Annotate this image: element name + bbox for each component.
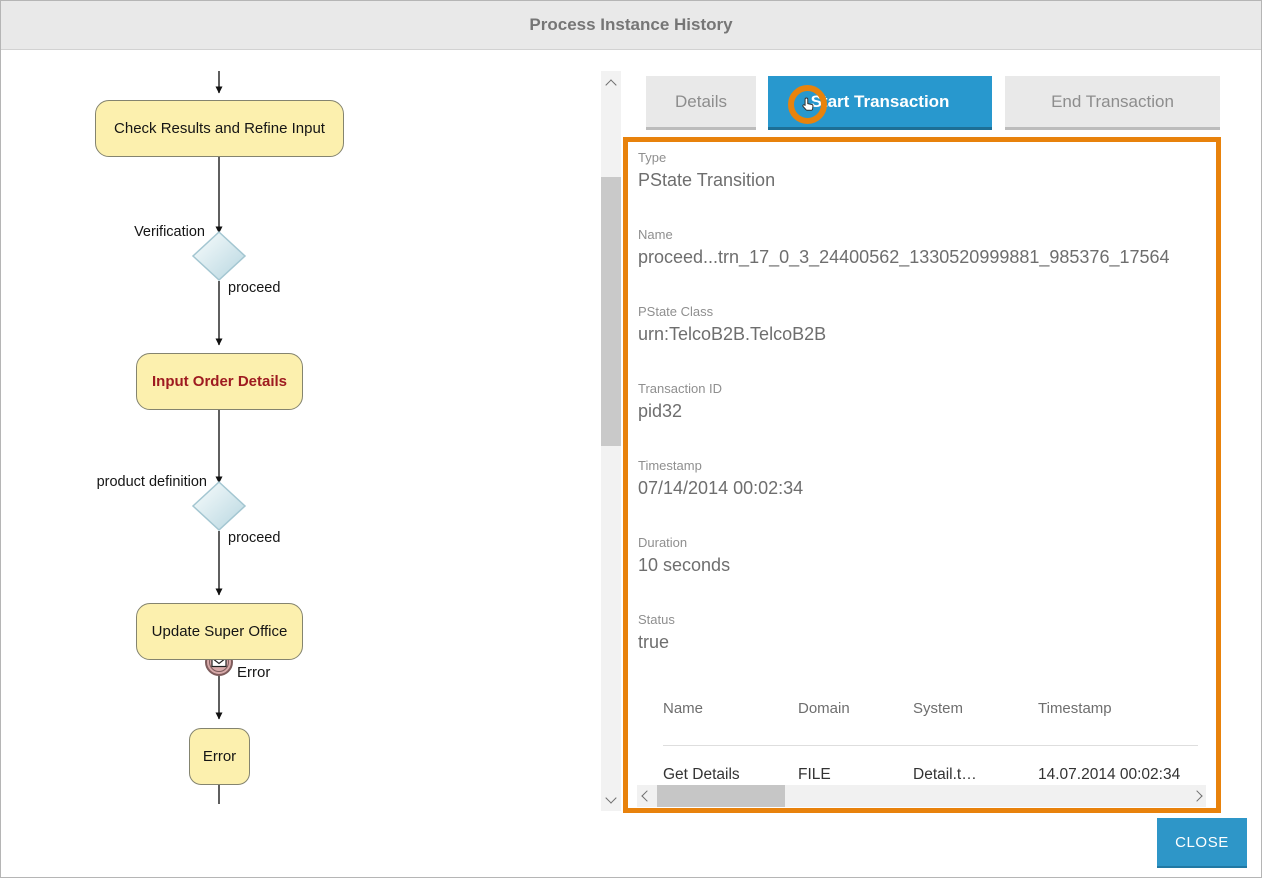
field-label: Status — [638, 612, 675, 627]
task-label: Error — [202, 748, 237, 765]
edge-label-proceed-2: proceed — [228, 530, 281, 546]
hand-pointer-icon — [801, 97, 813, 111]
scroll-right-button[interactable] — [1190, 785, 1206, 807]
cell-timestamp: 14.07.2014 00:02:34 — [1038, 766, 1181, 783]
boundary-event-label: Error — [237, 664, 271, 681]
vertical-scrollbar[interactable] — [601, 71, 621, 811]
gateway-product-definition[interactable] — [191, 480, 247, 532]
table-header-row: Name Domain System Timestamp — [663, 700, 1198, 746]
field-label: Duration — [638, 535, 688, 550]
scroll-down-button[interactable] — [601, 789, 621, 809]
task-input-order-details[interactable]: Input Order Details — [136, 353, 303, 410]
field-value: 07/14/2014 00:02:34 — [638, 478, 804, 498]
task-label: Update Super Office — [151, 623, 288, 640]
field-value: proceed...trn_17_0_3_24400562_1330520999… — [638, 247, 1170, 267]
task-error[interactable]: Error — [189, 728, 250, 785]
tab-label: End Transaction — [1051, 91, 1174, 111]
events-table: Name Domain System Timestamp Get Details… — [663, 700, 1198, 784]
tab-details[interactable]: Details — [646, 76, 756, 130]
dialog-header: Process Instance History — [1, 1, 1261, 50]
field-timestamp: Timestamp 07/14/2014 00:02:34 — [638, 458, 1216, 499]
column-header-system: System — [913, 700, 964, 717]
column-header-timestamp: Timestamp — [1038, 700, 1112, 717]
cell-domain: FILE — [798, 766, 831, 783]
tab-label: Details — [675, 91, 727, 111]
field-value: pid32 — [638, 401, 683, 421]
gateway-label-product-definition: product definition — [96, 474, 207, 490]
chevron-left-icon — [640, 790, 653, 802]
chevron-up-icon — [605, 78, 617, 91]
click-highlight-ring — [788, 85, 827, 124]
process-diagram-canvas — [191, 71, 247, 804]
horizontal-scrollbar[interactable] — [637, 785, 1206, 807]
task-label: Check Results and Refine Input — [114, 120, 325, 137]
scroll-left-button[interactable] — [637, 785, 653, 807]
task-update-super-office[interactable]: Update Super Office — [136, 603, 303, 660]
chevron-down-icon — [605, 791, 617, 804]
transaction-detail-panel: Type PState Transition Name proceed...tr… — [623, 137, 1221, 813]
task-label: Input Order Details — [151, 373, 288, 390]
close-button[interactable]: CLOSE — [1157, 818, 1247, 868]
edge-label-proceed-1: proceed — [228, 280, 281, 296]
field-value: 10 seconds — [638, 555, 731, 575]
field-status: Status true — [638, 612, 1216, 653]
field-transaction-id: Transaction ID pid32 — [638, 381, 1216, 422]
field-label: Type — [638, 150, 667, 165]
field-value: true — [638, 632, 670, 652]
gateway-label-verification: Verification — [134, 224, 205, 240]
field-value: PState Transition — [638, 170, 776, 190]
field-label: Name — [638, 227, 673, 242]
field-label: Timestamp — [638, 458, 702, 473]
tab-end-transaction[interactable]: End Transaction — [1005, 76, 1220, 130]
table-row[interactable]: Get Details FILE Detail.t… 14.07.2014 00… — [663, 746, 1198, 784]
scroll-up-button[interactable] — [601, 73, 621, 93]
gateway-verification[interactable] — [191, 230, 247, 282]
field-name: Name proceed...trn_17_0_3_24400562_13305… — [638, 227, 1216, 268]
chevron-right-icon — [1190, 790, 1203, 802]
field-value: urn:TelcoB2B.TelcoB2B — [638, 324, 827, 344]
task-check-results[interactable]: Check Results and Refine Input — [95, 100, 344, 157]
tab-label: Start Transaction — [810, 91, 950, 111]
column-header-domain: Domain — [798, 700, 850, 717]
cell-name: Get Details — [663, 766, 740, 783]
cell-system: Detail.t… — [913, 766, 977, 783]
horizontal-scrollbar-thumb[interactable] — [657, 785, 785, 807]
field-pstate-class: PState Class urn:TelcoB2B.TelcoB2B — [638, 304, 1216, 345]
page-title: Process Instance History — [529, 15, 733, 34]
field-duration: Duration 10 seconds — [638, 535, 1216, 576]
vertical-scrollbar-thumb[interactable] — [601, 177, 621, 446]
field-label: Transaction ID — [638, 381, 723, 396]
field-type: Type PState Transition — [638, 150, 1216, 191]
field-label: PState Class — [638, 304, 714, 319]
column-header-name: Name — [663, 700, 704, 717]
